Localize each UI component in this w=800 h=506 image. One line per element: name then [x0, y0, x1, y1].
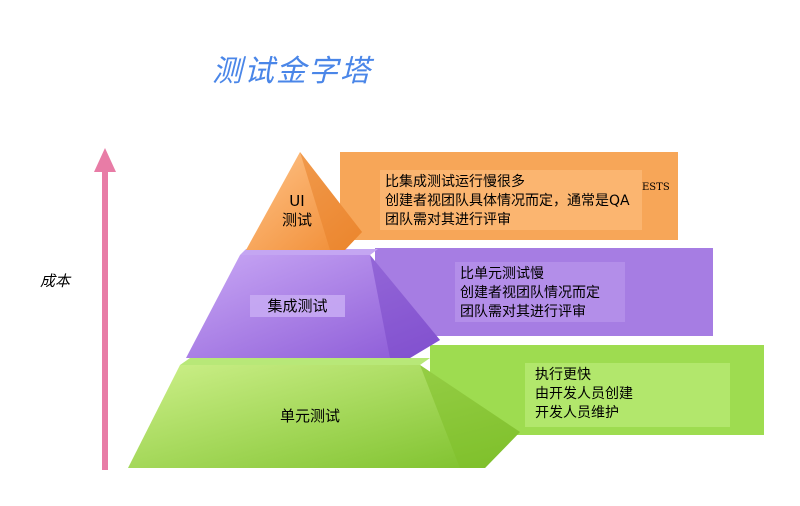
ui-label-line-2: 测试 [281, 211, 312, 229]
integration-desc-highlight [455, 262, 625, 322]
integration-label-bg [250, 295, 345, 317]
unit-layer [128, 358, 520, 468]
ui-desc-line: 团队需对其进行评审 [385, 212, 511, 228]
cost-axis-label: 成本 [40, 272, 71, 290]
diagram-title: 测试金字塔 [212, 54, 372, 89]
ui-description: 比集成测试运行慢很多 创建者视团队具体情况而定，通常是QA 团队需对其进行评审 [385, 173, 630, 230]
ui-desc-box [340, 152, 678, 240]
integration-layer-label: 集成测试 [267, 297, 328, 315]
integration-desc-line: 团队需对其进行评审 [460, 304, 586, 320]
ui-desc-highlight [380, 170, 642, 230]
integration-description: 比单元测试慢 创建者视团队情况而定 团队需对其进行评审 [460, 265, 600, 322]
ui-layer-label: UI 测试 [272, 192, 322, 230]
ui-desc-line: 比集成测试运行慢很多 [385, 174, 525, 190]
unit-desc-highlight [525, 363, 730, 427]
ui-label-line-1: UI [289, 192, 305, 210]
unit-layer-label: 单元测试 [279, 407, 340, 425]
unit-description: 执行更快 由开发人员创建 开发人员维护 [535, 366, 633, 423]
integration-desc-line: 创建者视团队情况而定 [460, 285, 600, 301]
unit-desc-line: 执行更快 [535, 367, 591, 383]
ui-layer [246, 152, 362, 250]
integration-desc-line: 比单元测试慢 [460, 266, 544, 282]
partial-text: ESTS [642, 182, 670, 193]
unit-desc-line: 由开发人员创建 [535, 386, 633, 402]
cost-arrow [94, 148, 116, 470]
unit-desc-line: 开发人员维护 [535, 405, 619, 421]
integration-desc-box [375, 248, 713, 336]
ui-desc-line: 创建者视团队具体情况而定，通常是QA [385, 193, 630, 209]
